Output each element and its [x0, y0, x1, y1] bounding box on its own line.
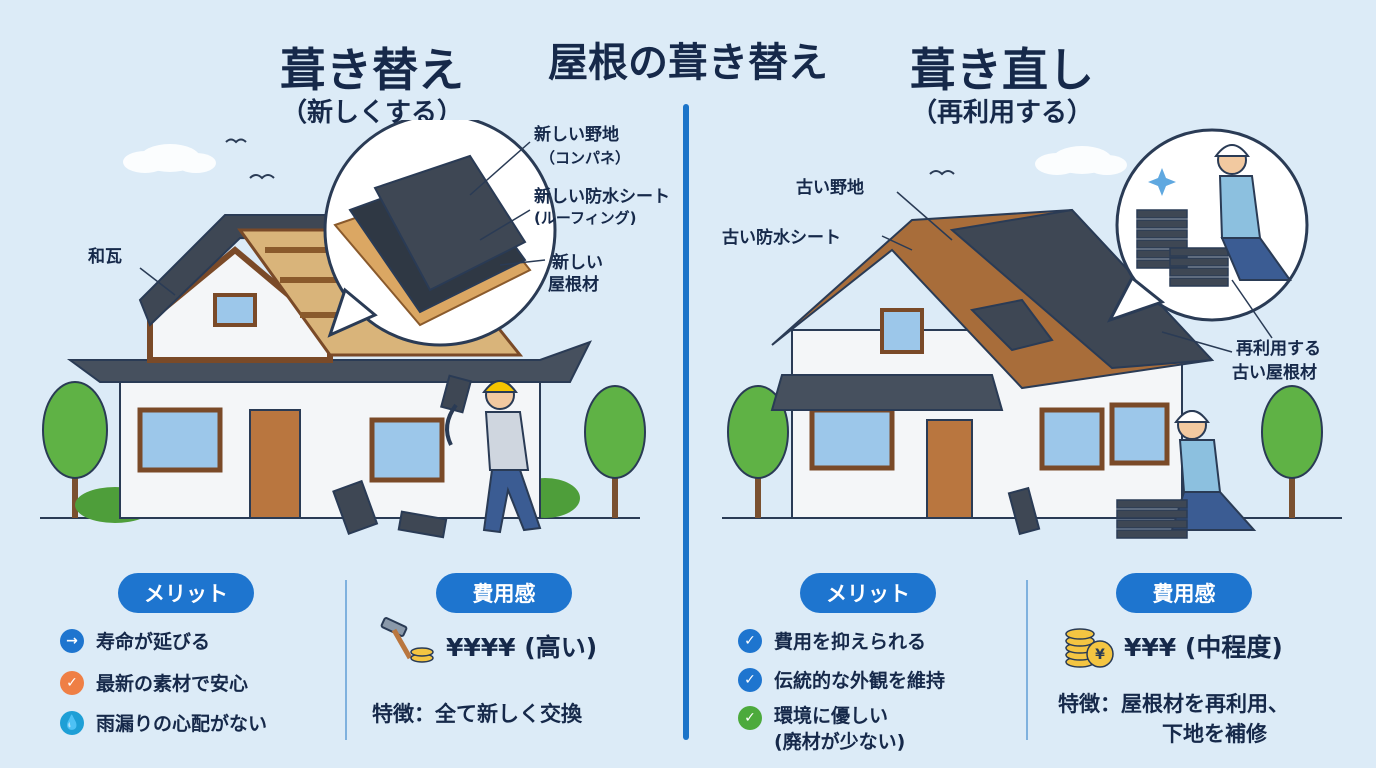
bird-icon — [249, 174, 275, 180]
right-cost-badge: 費用感 — [1116, 573, 1252, 613]
cloud-icon — [1035, 146, 1127, 175]
bird-icon — [929, 170, 955, 176]
label-old-sheathing: 古い野地 — [796, 178, 864, 198]
check-icon: ✓ — [738, 667, 762, 692]
left-merit-badge: メリット — [118, 573, 254, 613]
cloud-icon — [123, 144, 216, 173]
left-cost-badge: 費用感 — [436, 573, 572, 613]
right-subtitle: （再利用する） — [910, 98, 1093, 128]
label-old-waterproof: 古い防水シート — [722, 228, 841, 248]
check-icon: ✓ — [60, 670, 84, 695]
label-new-material-1: 新しい — [552, 253, 603, 273]
label-reuse-1: 再利用する — [1236, 339, 1321, 359]
label-new-waterproof: 新しい防水シート — [534, 187, 670, 207]
label-new-waterproof-sub: (ルーフィング) — [534, 209, 637, 227]
label-new-material-2: 屋根材 — [548, 275, 599, 295]
right-merit-badge: メリット — [800, 573, 936, 613]
left-feature: 特徴：全て新しく交換 — [372, 702, 582, 726]
check-icon: ✓ — [738, 628, 762, 653]
rerolling-illustration — [722, 128, 1342, 539]
label-new-sheathing-sub: （コンパネ） — [540, 149, 631, 167]
right-merit-item: ✓ 環境に優しい (廃材が少ない) — [738, 704, 905, 755]
tree-icon — [42, 381, 108, 518]
worker-icon — [1214, 144, 1292, 281]
label-new-sheathing: 新しい野地 — [534, 125, 619, 145]
coin-stack-icon: ¥ — [1065, 628, 1114, 668]
left-cost-value: ¥¥¥¥ (高い) — [446, 633, 598, 662]
right-feature-2: 下地を補修 — [1162, 722, 1267, 746]
tree-icon — [584, 385, 646, 518]
left-merit-item: ✓ 最新の素材で安心 — [60, 669, 248, 696]
label-roof-tile: 和瓦 — [88, 247, 122, 267]
page-title: 屋根の葺き替え — [548, 40, 828, 86]
water-drop-icon: 💧 — [60, 710, 84, 735]
right-title: 葺き直し — [910, 43, 1094, 97]
worker-icon — [1170, 410, 1257, 531]
right-merit-item: ✓ 伝統的な外観を維持 — [738, 666, 945, 693]
right-merit-item: ✓ 費用を抑えられる — [738, 627, 926, 654]
tree-icon — [1261, 385, 1323, 518]
svg-text:¥: ¥ — [1095, 647, 1105, 663]
right-cost-value: ¥¥¥ (中程度) — [1124, 633, 1283, 662]
left-merit-item: 💧 雨漏りの心配がない — [60, 709, 267, 736]
arrow-right-icon: → — [60, 628, 84, 653]
bird-icon — [225, 138, 247, 144]
right-feature-1: 特徴：屋根材を再利用、 — [1058, 692, 1289, 716]
label-reuse-2: 古い屋根材 — [1232, 363, 1317, 383]
reroofing-illustration — [40, 120, 646, 539]
sparkle-icon — [1148, 168, 1176, 196]
worker-icon — [482, 380, 542, 534]
hammer-coins-icon — [380, 617, 434, 663]
left-merit-item: → 寿命が延びる — [60, 627, 210, 654]
check-icon: ✓ — [738, 706, 762, 730]
center-divider — [683, 104, 689, 740]
left-title: 葺き替え — [280, 43, 464, 97]
